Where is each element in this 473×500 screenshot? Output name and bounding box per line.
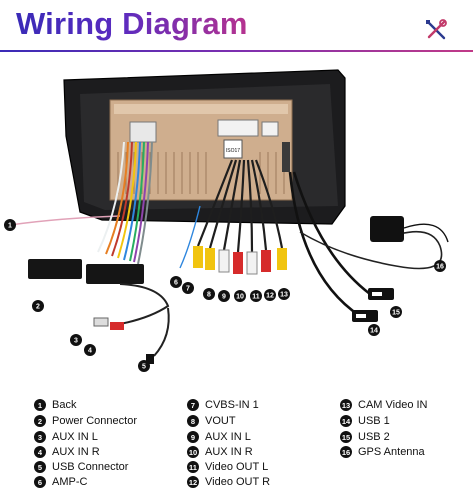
gps-antenna-cord: [403, 223, 449, 243]
rca-aux-in-l: [218, 249, 230, 273]
callout-5: 5: [142, 364, 146, 371]
legend-item-video-out-r: 12 Video OUT R: [187, 476, 270, 488]
legend-badge: 7: [187, 399, 199, 411]
rca-vout: [205, 248, 215, 270]
legend-badge: 13: [340, 399, 352, 411]
rca-video-out-l: [246, 251, 258, 275]
legend-label: Power Connector: [52, 415, 137, 427]
legend-item-amp-c: 6 AMP-C: [34, 476, 87, 488]
rca-aux-r: [110, 322, 124, 330]
legend-label: AUX IN L: [205, 431, 251, 443]
legend-item-cam-video-in: 13 CAM Video IN: [340, 399, 428, 411]
usb-connector-plug: [146, 354, 154, 364]
chassis-connector-right: [261, 121, 279, 137]
legend-badge: 8: [187, 415, 199, 427]
legend-item-video-out-l: 11 Video OUT L: [187, 461, 268, 473]
power-harness: [97, 141, 153, 265]
legend-badge: 14: [340, 415, 352, 427]
gps-antenna-body: [370, 216, 404, 242]
chassis-top-strip: [114, 104, 288, 114]
legend-badge: 15: [340, 431, 352, 443]
callout-14: 14: [370, 328, 378, 335]
legend-badge: 11: [187, 461, 199, 473]
rca-cluster: [196, 159, 284, 253]
legend-label: CAM Video IN: [358, 399, 428, 411]
legend-item-power-connector: 2 Power Connector: [34, 415, 137, 427]
legend-badge: 6: [34, 476, 46, 488]
iso-label-tag: [223, 139, 243, 159]
callout-8: 8: [207, 292, 211, 299]
chassis-connector-left: [129, 121, 157, 143]
usb-connector-cable: [153, 307, 170, 357]
callout-1: 1: [8, 223, 12, 230]
legend-label: AMP-C: [52, 476, 88, 488]
callout-4: 4: [88, 348, 92, 355]
callout-13: 13: [280, 292, 288, 299]
legend-badge: 1: [34, 399, 46, 411]
chassis-connector-mid: [217, 119, 259, 137]
legend-label: AUX IN R: [52, 446, 100, 458]
legend-badge: 2: [34, 415, 46, 427]
rear-chassis: [109, 99, 293, 201]
legend-item-vout: 8 VOUT: [187, 415, 236, 427]
aux-cable: [119, 283, 170, 325]
callout-7: 7: [186, 286, 190, 293]
tools-icon: [426, 19, 447, 40]
callout-16: 16: [436, 264, 444, 271]
legend-item-aux-in-r: 4 AUX IN R: [34, 446, 100, 458]
legend-label: Video OUT R: [205, 476, 271, 488]
legend-item-back: 1 Back: [34, 399, 76, 411]
legend-item-aux-in-l: 3 AUX IN L: [34, 431, 98, 443]
rca-video-out-r: [261, 250, 271, 272]
legend-badge: 10: [187, 446, 199, 458]
power-connector-left: [28, 259, 82, 279]
page-title: Wiring Diagram: [16, 6, 248, 41]
legend-badge: 9: [187, 431, 199, 443]
iso-label-text: ISO17: [226, 148, 240, 154]
callout-10: 10: [236, 294, 244, 301]
legend-label: GPS Antenna: [358, 446, 425, 458]
legend-badge: 12: [187, 476, 199, 488]
callout-2: 2: [36, 304, 40, 311]
callout-9: 9: [222, 294, 226, 301]
title-underline: [0, 50, 473, 52]
callout-3: 3: [74, 338, 78, 345]
legend-badge: 16: [340, 446, 352, 458]
rca-aux-l: [93, 317, 109, 327]
usb-cable-2: [292, 171, 387, 298]
wiring-diagram: ISO17: [4, 69, 449, 372]
legend-item-aux-in-l-2: 9 AUX IN L: [187, 431, 251, 443]
legend-label: Video OUT L: [205, 461, 269, 473]
legend-item-cvbs-in-1: 7 CVBS-IN 1: [187, 399, 259, 411]
legend-label: AUX IN L: [52, 431, 98, 443]
rca-cvbs-in: [193, 246, 203, 268]
legend-label: CVBS-IN 1: [205, 399, 259, 411]
callout-badges: 1 2 3 4 5 6 7 8 9 10 11 12 13 14 15 16: [4, 219, 446, 372]
amp-wire: [179, 205, 201, 269]
callout-15: 15: [392, 310, 400, 317]
legend-item-gps-antenna: 16 GPS Antenna: [340, 446, 425, 458]
legend-item-usb-2: 15 USB 2: [340, 431, 390, 443]
rca-aux-in-r: [233, 252, 243, 274]
gps-cable: [299, 230, 443, 270]
legend-badge: 3: [34, 431, 46, 443]
legend-label: USB 2: [358, 431, 390, 443]
back-wire: [9, 215, 121, 226]
legend-item-usb-connector: 5 USB Connector: [34, 461, 128, 473]
antenna-jack: [282, 142, 290, 172]
legend-label: Back: [52, 399, 77, 411]
legend-label: USB 1: [358, 415, 390, 427]
legend-item-usb-1: 14 USB 1: [340, 415, 390, 427]
callout-6: 6: [174, 280, 178, 287]
legend-badge: 5: [34, 461, 46, 473]
callout-11: 11: [252, 294, 260, 301]
legend-badge: 4: [34, 446, 46, 458]
power-connector-right: [86, 264, 144, 284]
legend-item-aux-in-r-2: 10 AUX IN R: [187, 446, 253, 458]
legend-label: USB Connector: [52, 461, 129, 473]
callout-12: 12: [266, 293, 274, 300]
rca-cam-in: [277, 248, 287, 270]
legend-label: AUX IN R: [205, 446, 253, 458]
legend-label: VOUT: [205, 415, 236, 427]
